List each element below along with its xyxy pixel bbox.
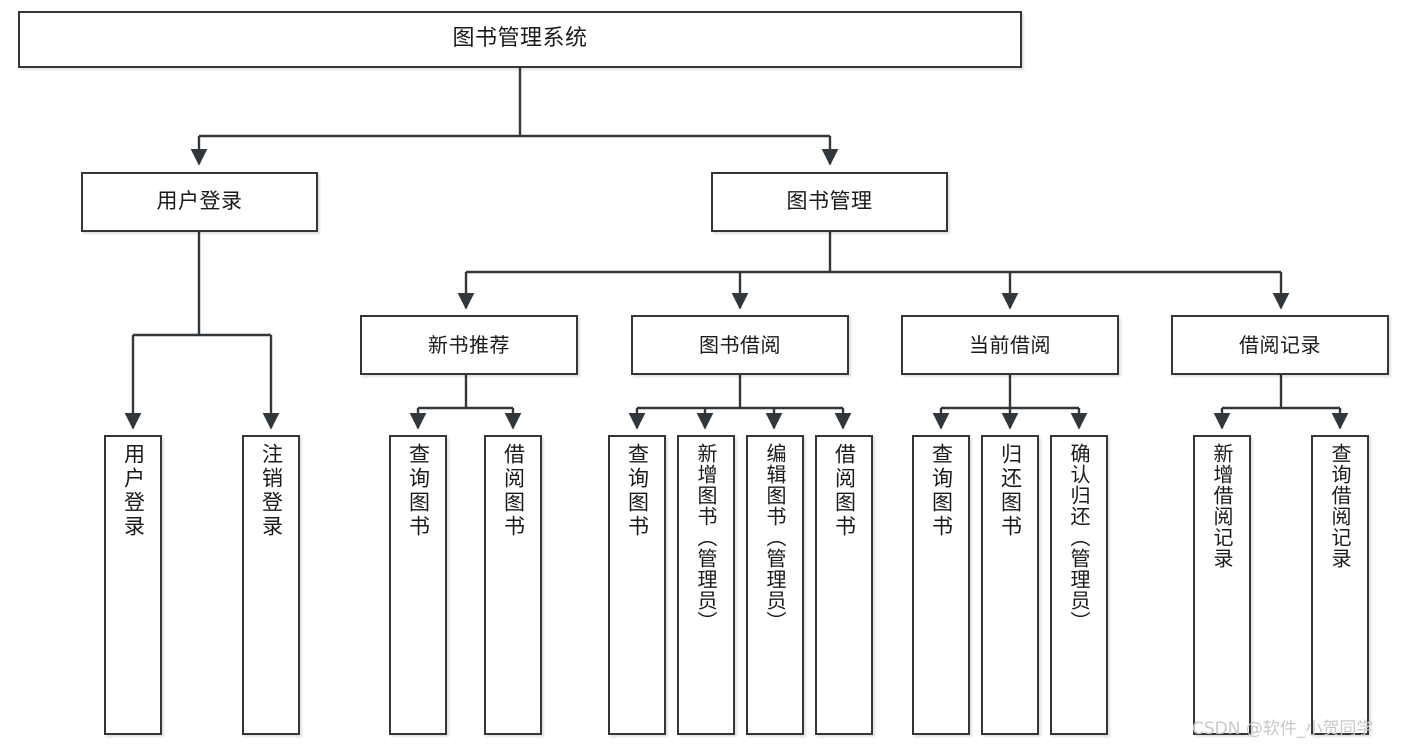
node-label: 编辑图书（管理员） xyxy=(763,443,787,632)
node-label: 归还图书 xyxy=(998,443,1023,539)
leaf-book-borrow-query[interactable]: 查询图书 xyxy=(608,435,666,735)
node-label: 用户登录 xyxy=(121,443,146,539)
leaf-current-borrow-query[interactable]: 查询图书 xyxy=(912,435,970,735)
node-label: 用户登录 xyxy=(156,189,243,214)
leaf-user-login-login[interactable]: 用户登录 xyxy=(104,435,162,735)
node-borrow-record[interactable]: 借阅记录 xyxy=(1171,315,1389,375)
node-root-system[interactable]: 图书管理系统 xyxy=(18,11,1022,68)
leaf-book-borrow-add[interactable]: 新增图书（管理员） xyxy=(677,435,735,735)
node-label: 新增图书（管理员） xyxy=(694,443,718,632)
node-label: 借阅记录 xyxy=(1239,332,1321,357)
node-label: 确认归还（管理员） xyxy=(1067,443,1091,632)
leaf-book-borrow-borrow[interactable]: 借阅图书 xyxy=(815,435,873,735)
node-label: 查询图书 xyxy=(929,443,954,539)
node-label: 图书管理系统 xyxy=(452,26,588,52)
node-label: 查询图书 xyxy=(625,443,650,539)
node-label: 新增借阅记录 xyxy=(1210,443,1234,569)
node-label: 注销登录 xyxy=(259,443,284,539)
node-label: 查询图书 xyxy=(406,443,431,539)
node-label: 查询借阅记录 xyxy=(1328,443,1352,569)
leaf-current-borrow-return[interactable]: 归还图书 xyxy=(981,435,1039,735)
leaf-book-borrow-edit[interactable]: 编辑图书（管理员） xyxy=(746,435,804,735)
node-book-borrow[interactable]: 图书借阅 xyxy=(631,315,849,375)
leaf-new-book-query[interactable]: 查询图书 xyxy=(389,435,447,735)
leaf-current-borrow-confirm-return[interactable]: 确认归还（管理员） xyxy=(1050,435,1108,735)
node-label: 图书管理 xyxy=(786,189,873,214)
leaf-new-book-borrow[interactable]: 借阅图书 xyxy=(484,435,542,735)
leaf-borrow-record-add[interactable]: 新增借阅记录 xyxy=(1193,435,1251,735)
node-book-management[interactable]: 图书管理 xyxy=(711,172,948,232)
node-label: 借阅图书 xyxy=(501,443,526,539)
node-current-borrow[interactable]: 当前借阅 xyxy=(901,315,1119,375)
node-label: 新书推荐 xyxy=(428,332,510,357)
csdn-watermark: CSDN @软件_小贺同学 xyxy=(1192,719,1374,739)
leaf-borrow-record-query[interactable]: 查询借阅记录 xyxy=(1311,435,1369,735)
leaf-user-login-logout[interactable]: 注销登录 xyxy=(242,435,300,735)
node-user-login[interactable]: 用户登录 xyxy=(81,172,318,232)
node-label: 图书借阅 xyxy=(699,332,781,357)
node-label: 借阅图书 xyxy=(832,443,857,539)
node-new-book-recommend[interactable]: 新书推荐 xyxy=(360,315,578,375)
node-label: 当前借阅 xyxy=(969,332,1051,357)
